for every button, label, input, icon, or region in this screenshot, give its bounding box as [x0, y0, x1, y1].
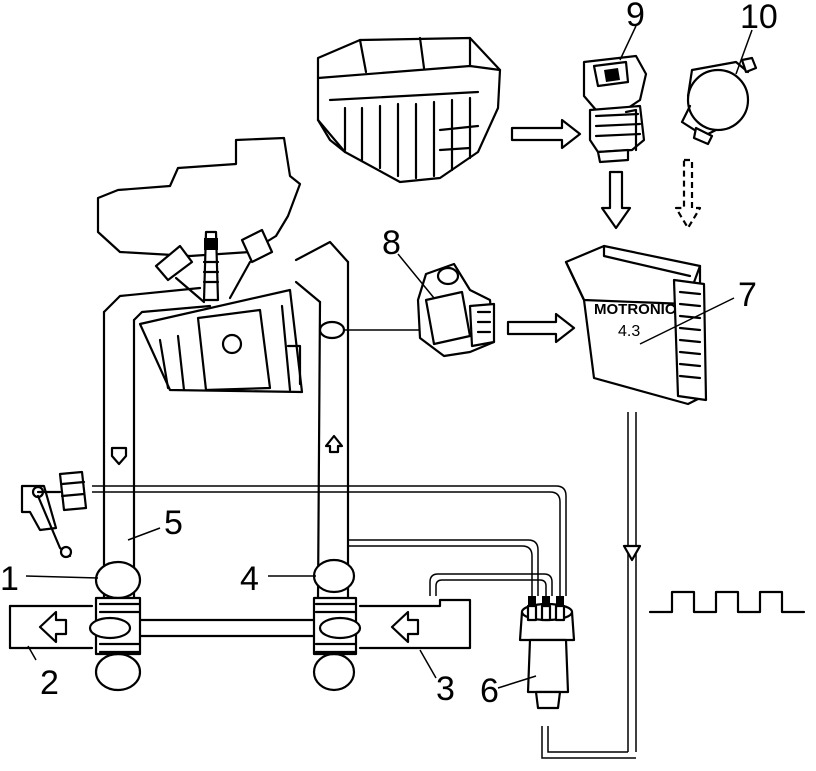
sensor-lines [92, 485, 567, 596]
pressure-sensor [518, 596, 576, 710]
sensor-wire [318, 320, 420, 340]
ecu-control-unit: MOTRONIC 4.3 [564, 244, 708, 406]
callout-1: 1 [0, 560, 19, 598]
leader-lines [25, 25, 753, 689]
callout-7: 7 [738, 276, 757, 314]
exhaust-pipe [8, 558, 472, 692]
engine-cylinder-head [96, 136, 302, 304]
callout-5: 5 [164, 504, 183, 542]
callout-6: 6 [480, 672, 499, 710]
exhaust-flow-arrow-up [324, 434, 344, 454]
exhaust-flow-arrow-down [110, 446, 128, 466]
callout-8: 8 [382, 224, 401, 262]
ecu-version-label: 4.3 [618, 323, 640, 340]
air-filter-housing [316, 36, 502, 184]
exhaust-manifold [102, 240, 350, 602]
air-mass-meter [582, 54, 648, 164]
air-flow-arrow [510, 118, 582, 150]
signal-arrow-temp-to-ecu [674, 158, 702, 230]
callout-2: 2 [40, 664, 59, 702]
signal-arrow-maf-to-ecu [600, 170, 632, 230]
exhaust-flow-arrow-right-pipe [390, 610, 420, 644]
ecu-brand-label: MOTRONIC [594, 301, 676, 318]
engine-block [138, 288, 304, 394]
intake-air-temp-sensor [680, 56, 758, 146]
callout-4: 4 [240, 560, 259, 598]
square-wave-signal [648, 590, 806, 614]
callout-9: 9 [626, 0, 645, 34]
exhaust-flow-arrow-left [38, 610, 68, 644]
signal-return-line [541, 412, 642, 759]
signal-arrow-sensor-to-ecu [506, 312, 576, 344]
knock-sensor [416, 262, 496, 358]
callout-10: 10 [740, 0, 778, 36]
egr-actuator [20, 470, 88, 559]
callout-3: 3 [436, 670, 455, 708]
